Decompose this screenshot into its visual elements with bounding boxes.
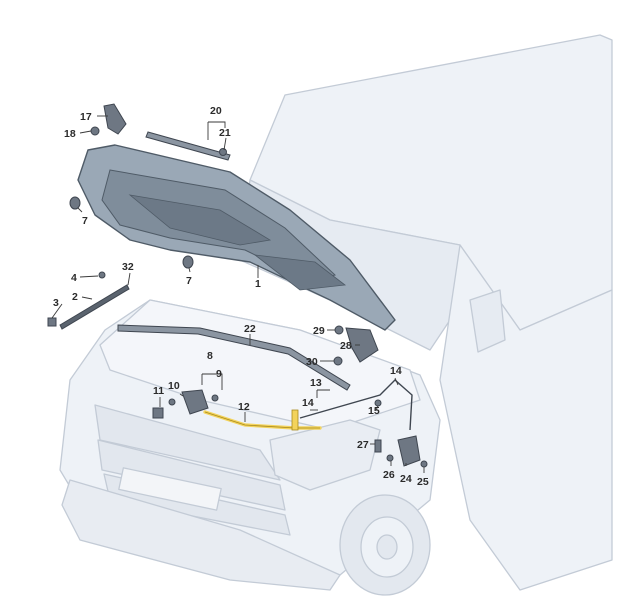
callout-7-b: 7	[186, 275, 192, 287]
part-12-cable-end	[291, 409, 299, 431]
part-10-screw	[168, 398, 176, 406]
callout-27: 27	[357, 439, 369, 451]
callout-17: 17	[80, 111, 92, 123]
part-7-stop-a	[69, 196, 81, 210]
callout-18: 18	[64, 128, 76, 140]
part-21-clip	[219, 148, 227, 156]
part-29-bolt	[334, 325, 344, 335]
callout-30: 30	[306, 356, 318, 368]
part-13-cable	[299, 379, 413, 431]
callout-labels: 17 18 20 21 7 7 1 4 32 2 3 22 29 28 30 8…	[53, 105, 429, 488]
callout-25: 25	[417, 476, 429, 488]
callout-21: 21	[219, 127, 231, 139]
part-20-seal	[145, 131, 231, 161]
part-17-hinge	[103, 103, 127, 135]
part-27-bracket	[374, 439, 382, 453]
parts	[47, 103, 428, 468]
hood	[77, 144, 396, 331]
callout-7-a: 7	[82, 215, 88, 227]
callout-29: 29	[313, 325, 325, 337]
part-22-seal	[117, 324, 351, 391]
part-30-bolt	[333, 356, 343, 366]
callout-28: 28	[340, 340, 352, 352]
van-body	[59, 34, 613, 596]
callout-9: 9	[216, 368, 222, 380]
part-11-clip	[152, 407, 164, 419]
callout-10: 10	[168, 380, 180, 392]
part-18-bolt	[90, 126, 100, 136]
callout-2: 2	[72, 291, 78, 303]
grille	[94, 404, 281, 481]
part-9-screw	[211, 394, 219, 402]
part-7-stop-b	[182, 255, 194, 269]
part-3-clip	[47, 317, 57, 327]
headlight	[269, 419, 381, 491]
callout-32: 32	[122, 261, 134, 273]
part-28-bracket	[345, 327, 379, 363]
callout-12: 12	[238, 401, 250, 413]
callout-26: 26	[383, 469, 395, 481]
part-26-screw	[386, 454, 394, 462]
part-24-lever	[397, 435, 421, 467]
part-4-fastener	[98, 271, 106, 279]
license-plate	[118, 467, 222, 511]
callout-3: 3	[53, 297, 59, 309]
callout-15: 15	[368, 405, 380, 417]
callout-20: 20	[210, 105, 222, 117]
callout-11: 11	[153, 385, 164, 397]
side-mirror	[469, 289, 506, 353]
callout-13: 13	[310, 377, 322, 389]
callout-22: 22	[244, 323, 256, 335]
callout-1: 1	[255, 278, 261, 290]
callout-4: 4	[71, 272, 77, 284]
leader-lines	[51, 115, 425, 473]
callout-8: 8	[207, 350, 213, 362]
part-25-clip	[420, 460, 428, 468]
callout-14-a: 14	[390, 365, 402, 377]
callout-24: 24	[400, 473, 412, 485]
part-8-latch	[181, 389, 209, 415]
bumper	[61, 479, 341, 591]
part-32-strut	[59, 284, 130, 330]
callout-14-b: 14	[302, 397, 314, 409]
